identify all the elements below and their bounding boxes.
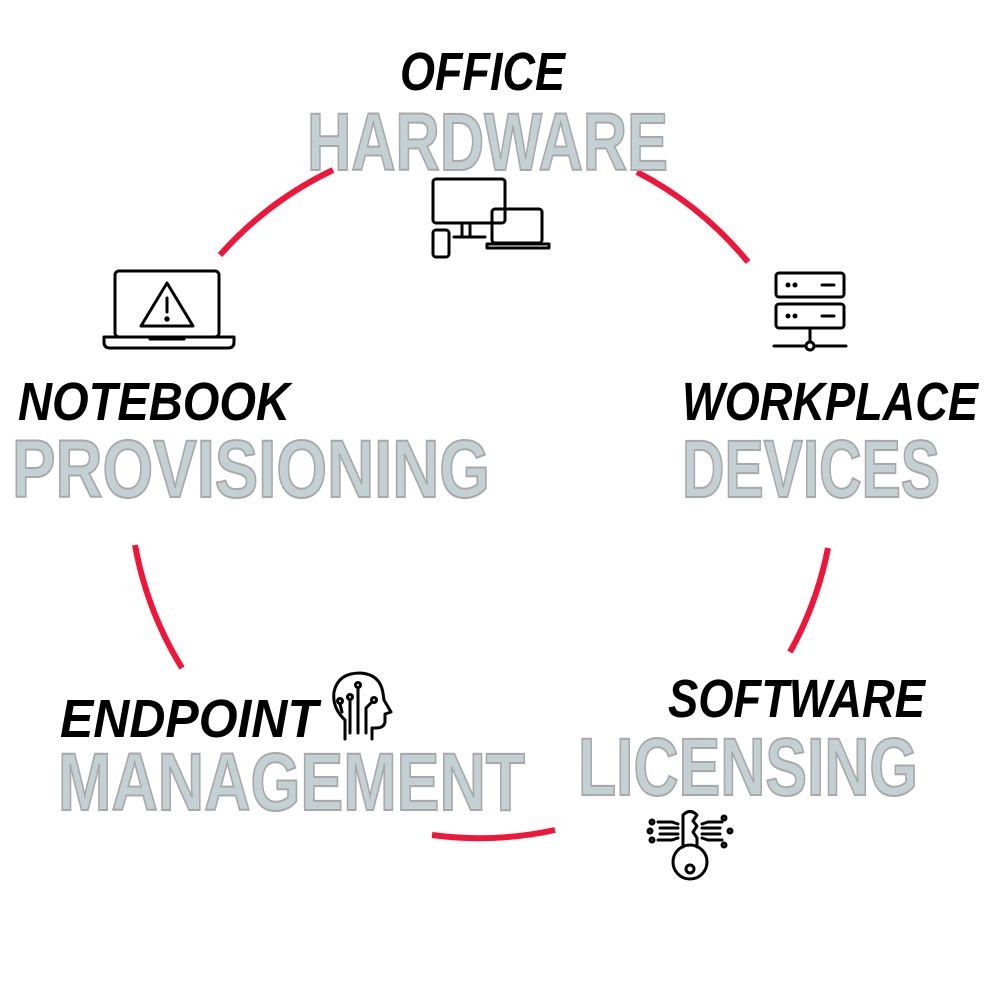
item-kicker-workplace: WORKPLACE [682, 372, 980, 432]
cycle-arc-top-right [635, 169, 751, 264]
item-title-management: MANAGEMENT [58, 737, 525, 828]
server-icon [772, 271, 848, 352]
cycle-arc-right [787, 547, 831, 654]
devices-icon [431, 177, 551, 259]
item-kicker-software: SOFTWARE [668, 669, 927, 729]
cycle-arc-top-left [217, 167, 335, 257]
item-title-devices: DEVICES [682, 424, 940, 515]
item-kicker-notebook: NOTEBOOK [18, 372, 293, 432]
item-title-hardware: HARDWARE [307, 97, 668, 188]
laptop-warning-icon [102, 269, 236, 350]
item-kicker-office: OFFICE [400, 42, 567, 102]
item-kicker-endpoint: ENDPOINT [60, 689, 322, 749]
item-title-provisioning: PROVISIONING [12, 424, 490, 515]
cycle-arc-left [132, 544, 185, 670]
ai-head-icon [332, 671, 393, 741]
item-title-licensing: LICENSING [578, 722, 918, 813]
cycle-arc-bottom [431, 827, 556, 842]
digital-key-icon [646, 810, 734, 881]
